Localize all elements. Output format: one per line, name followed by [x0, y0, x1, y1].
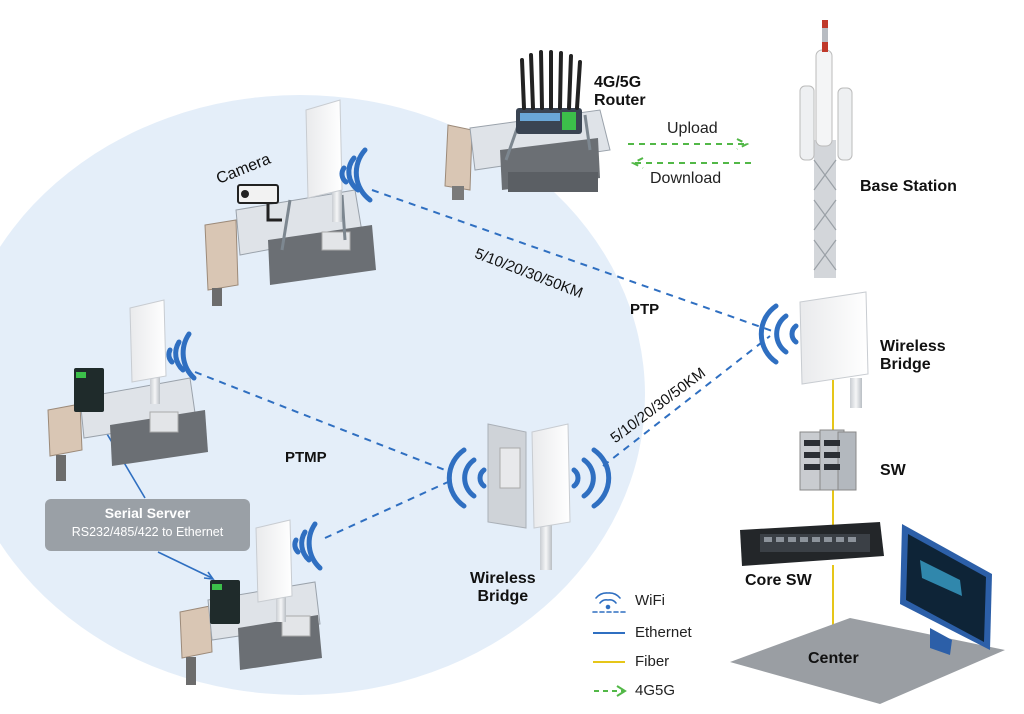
legend-item-wifi: WiFi: [635, 592, 665, 609]
wifi-icon: [166, 331, 197, 381]
ptp-bridge-link: [602, 335, 771, 467]
switches: [799, 429, 857, 491]
camera-machine: [204, 189, 376, 306]
serial-server-subtitle: RS232/485/422 to Ethernet: [71, 525, 224, 539]
wireless-bridge-center-label: Wireless Bridge: [470, 570, 536, 605]
wifi-icon: [446, 447, 612, 509]
wireless-bridge-right: [799, 291, 869, 408]
legend-item-4g5g: 4G5G: [635, 682, 675, 699]
camera-icon: [237, 184, 282, 222]
wifi-icon: [339, 147, 373, 203]
wifi-icon: [292, 521, 323, 571]
base-station-tower: [799, 20, 853, 278]
wifi-icon: [758, 303, 799, 365]
ptp-link: [371, 189, 779, 334]
4g5g-arrow: [594, 685, 627, 697]
wireless-bridge-center: [487, 423, 571, 570]
legend-item-ethernet: Ethernet: [635, 624, 692, 641]
wireless-links: [194, 189, 779, 539]
core-sw-label: Core SW: [745, 572, 812, 589]
ptmp-label: PTMP: [285, 449, 327, 466]
base-station-label: Base Station: [860, 178, 957, 195]
sw-label: SW: [880, 462, 906, 479]
router: [516, 50, 582, 134]
antenna-panel-serial: [129, 299, 167, 404]
monitor: [900, 524, 992, 655]
legend-label: WiFi: [635, 592, 665, 609]
cellular-arrows: [628, 138, 752, 169]
antenna-panel-lower: [255, 519, 293, 622]
antenna-panel-camera: [305, 99, 343, 222]
legend-label: Fiber: [635, 653, 670, 670]
wireless-bridge-right-label: Wireless Bridge: [880, 338, 946, 373]
legend-label: 4G5G: [635, 682, 676, 699]
wifi-icon: [592, 592, 626, 613]
legend-item-fiber: Fiber: [635, 653, 669, 670]
ptmp-link-upper: [194, 371, 446, 471]
core-switch: [740, 522, 884, 566]
serial-server-title: Serial Server: [104, 505, 191, 521]
center-label: Center: [808, 650, 859, 667]
serial-machine: [47, 377, 208, 481]
ptmp-link-lower: [324, 481, 449, 539]
router-label: 4G/5G Router: [594, 74, 646, 109]
serial-server-callout: Serial Server RS232/485/422 to Ethernet: [45, 499, 250, 551]
serial-server-device-lower: [210, 580, 240, 624]
upload-label: Upload: [667, 120, 718, 137]
serial-server-device: [74, 368, 104, 412]
legend-label: Ethernet: [635, 624, 692, 641]
ptp-label: PTP: [630, 301, 660, 318]
download-label: Download: [650, 170, 722, 187]
